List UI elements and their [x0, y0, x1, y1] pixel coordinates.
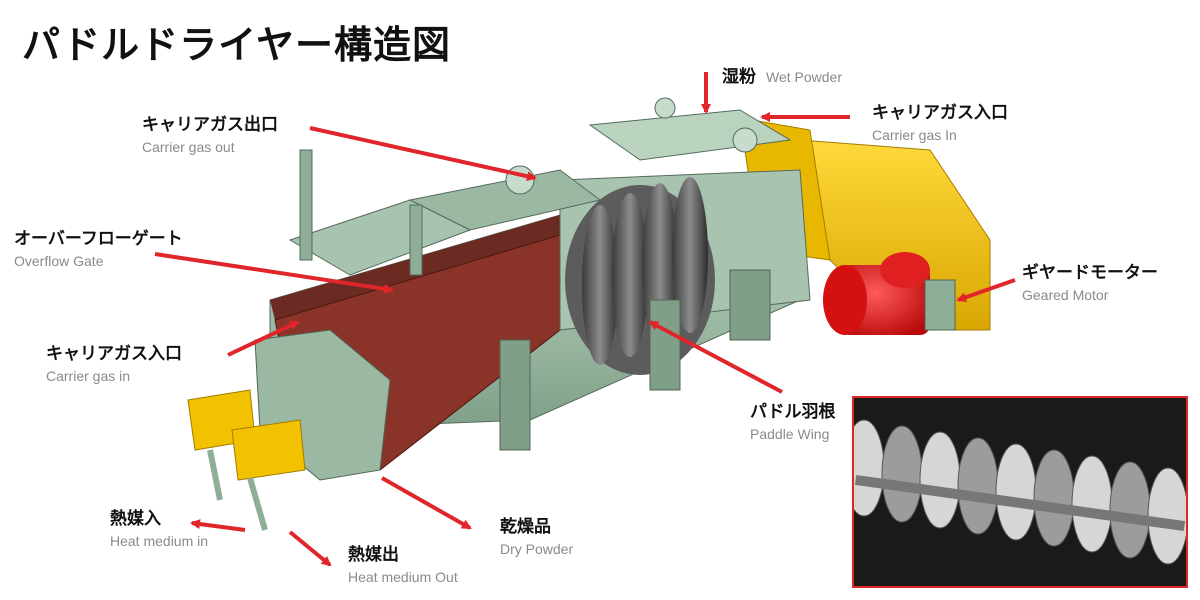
label-carrier-gas-in-left: キャリアガス入口 Carrier gas in	[46, 343, 182, 387]
paddle-interior-photo	[852, 396, 1188, 588]
paddle-blade	[995, 443, 1037, 541]
label-heat-medium-out-en: Heat medium Out	[348, 569, 458, 585]
paddle-interior-image	[854, 398, 1186, 586]
paddle-blade	[1033, 449, 1075, 547]
label-heat-medium-in-en: Heat medium in	[110, 533, 209, 549]
label-wet-powder-jp: 湿粉	[722, 67, 756, 87]
label-dry-powder-en: Dry Powder	[500, 541, 574, 557]
paddle-blade	[919, 431, 961, 529]
label-dry-powder-jp: 乾燥品	[500, 517, 551, 537]
label-geared-motor-jp: ギヤードモーター	[1022, 263, 1158, 283]
paddle-wings	[582, 177, 708, 365]
label-paddle-wing-jp: パドル羽根	[750, 402, 836, 422]
arrow-overflow-gate	[154, 252, 394, 294]
paddle-blade	[1071, 455, 1113, 553]
page-title: パドルドライヤー構造図	[22, 23, 452, 67]
label-carrier-gas-in-left-jp: キャリアガス入口	[46, 344, 182, 364]
arrow-dry-powder	[381, 476, 472, 530]
label-carrier-gas-in-top: キャリアガス入口 Carrier gas In	[872, 102, 1008, 146]
arrow-paddle-wing	[648, 320, 783, 394]
label-heat-medium-out: 熱媒出 Heat medium Out	[348, 544, 458, 588]
label-wet-powder-en: Wet Powder	[766, 69, 842, 85]
label-heat-medium-in: 熱媒入 Heat medium in	[110, 508, 208, 552]
label-geared-motor-en: Geared Motor	[1022, 287, 1109, 303]
label-paddle-wing-en: Paddle Wing	[750, 426, 830, 442]
paddle-blade	[1147, 467, 1186, 565]
label-geared-motor: ギヤードモーター Geared Motor	[1022, 262, 1158, 306]
top-covers	[288, 97, 792, 276]
label-wet-powder: 湿粉 Wet Powder	[722, 66, 842, 88]
label-carrier-gas-out-en: Carrier gas out	[142, 139, 235, 155]
front-end-block	[187, 329, 391, 531]
paddle-shaft	[854, 474, 1186, 532]
arrow-heat-medium-out	[288, 530, 332, 567]
arrow-heat-medium-in	[190, 519, 246, 532]
label-overflow-gate: オーバーフローゲート Overflow Gate	[14, 228, 183, 272]
callout-arrows	[154, 72, 1016, 567]
dryer-trough	[269, 169, 811, 471]
paddle-blade	[881, 425, 923, 523]
geared-motor	[823, 252, 956, 335]
label-carrier-gas-in-top-jp: キャリアガス入口	[872, 103, 1008, 123]
label-heat-medium-in-jp: 熱媒入	[110, 509, 161, 529]
arrow-carrier-gas-in-left	[227, 320, 300, 357]
label-overflow-gate-jp: オーバーフローゲート	[14, 229, 183, 249]
label-carrier-gas-out: キャリアガス出口 Carrier gas out	[142, 114, 278, 158]
label-carrier-gas-in-top-en: Carrier gas In	[872, 127, 957, 143]
label-overflow-gate-en: Overflow Gate	[14, 253, 104, 269]
label-heat-medium-out-jp: 熱媒出	[348, 545, 399, 565]
label-paddle-wing: パドル羽根 Paddle Wing	[750, 401, 836, 445]
label-dry-powder: 乾燥品 Dry Powder	[500, 516, 573, 560]
paddle-blade	[957, 437, 999, 535]
label-carrier-gas-out-jp: キャリアガス出口	[142, 115, 278, 135]
paddle-blade	[1109, 461, 1151, 559]
arrow-carrier-gas-out	[309, 126, 537, 182]
arrow-geared-motor	[956, 278, 1016, 303]
label-carrier-gas-in-left-en: Carrier gas in	[46, 368, 131, 384]
